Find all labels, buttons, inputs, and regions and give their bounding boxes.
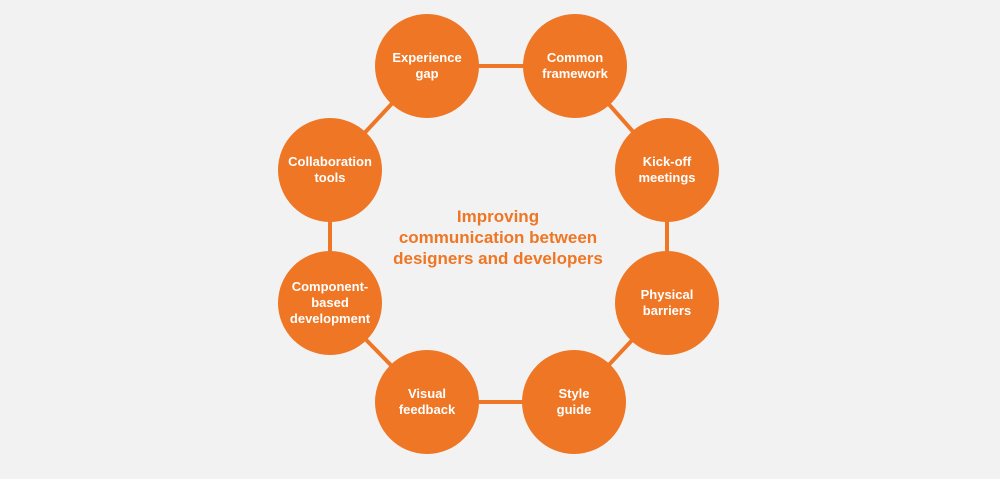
node-label: Visual feedback bbox=[398, 386, 456, 417]
node-label: Component- based development bbox=[289, 279, 371, 326]
node-common-framework[interactable]: Common framework bbox=[523, 14, 627, 118]
node-label: Physical barriers bbox=[640, 287, 694, 318]
node-visual-feedback[interactable]: Visual feedback bbox=[375, 350, 479, 454]
node-label: Kick-off meetings bbox=[638, 154, 696, 185]
diagram-title: Improving communication between designer… bbox=[393, 207, 603, 268]
node-label: Experience gap bbox=[392, 50, 462, 81]
node-collaboration-tools[interactable]: Collaboration tools bbox=[278, 118, 382, 222]
node-physical-barriers[interactable]: Physical barriers bbox=[615, 251, 719, 355]
node-component-based-development[interactable]: Component- based development bbox=[278, 251, 382, 355]
node-label: Common framework bbox=[542, 50, 608, 81]
node-kick-off-meetings[interactable]: Kick-off meetings bbox=[615, 118, 719, 222]
node-label: Style guide bbox=[556, 386, 592, 417]
node-experience-gap[interactable]: Experience gap bbox=[375, 14, 479, 118]
node-style-guide[interactable]: Style guide bbox=[522, 350, 626, 454]
node-label: Collaboration tools bbox=[288, 154, 372, 185]
